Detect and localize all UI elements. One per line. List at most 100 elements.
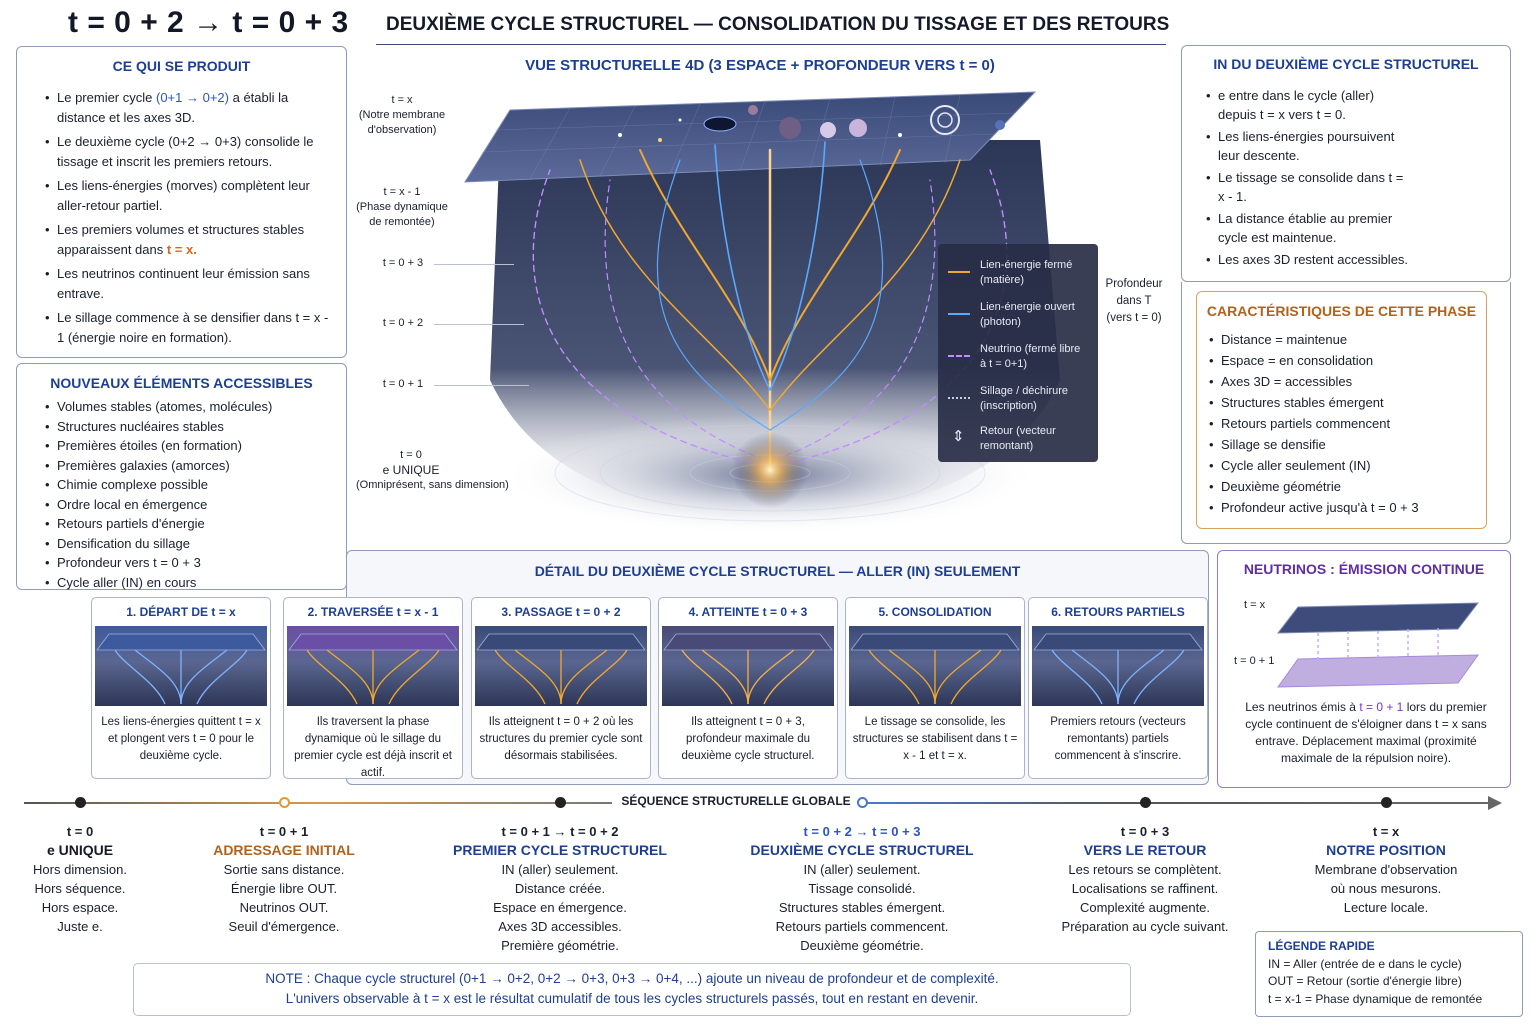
timeline-line-text: Deuxième géométrie. xyxy=(800,938,924,953)
step-illustration xyxy=(1032,626,1204,706)
level-guide xyxy=(434,264,514,265)
timeline-phase-name: NOTRE POSITION xyxy=(1326,842,1446,858)
timeline-phase-name: DEUXIÈME CYCLE STRUCTUREL xyxy=(750,842,974,858)
neutrino-description: Les neutrinos émis à t = 0 + 1 lors du p… xyxy=(1245,700,1487,765)
list-item: Volumes stables (atomes, molécules) xyxy=(43,397,336,417)
neutrino-label-t01: t = 0 + 1 xyxy=(1234,655,1275,667)
timeline-line-text: Lecture locale. xyxy=(1343,900,1429,915)
timeline-phase-name: VERS LE RETOUR xyxy=(1083,842,1207,858)
step-description: Ils traversent la phase dynamique où le … xyxy=(294,716,452,779)
timeline-time: t = 0 + 3 xyxy=(1120,824,1170,839)
timeline-column: t = 0 + 2 → t = 0 + 3 DEUXIÈME CYCLE STRU… xyxy=(747,822,977,955)
timeline-time: t = 0 + 1 → t = 0 + 2 xyxy=(501,824,619,839)
list-item: Les liens-énergies poursuivent leur desc… xyxy=(1204,127,1500,165)
legend-entry: Lien-énergie ouvert(photon) xyxy=(980,301,1075,328)
timeline-line-text: Espace en émergence. xyxy=(493,900,627,915)
level-guide xyxy=(434,324,524,325)
note-line: L'univers observable à t = x est le résu… xyxy=(285,991,979,1006)
legend-entry: Lien-énergie fermé(matière) xyxy=(980,259,1073,286)
list-item: Le deuxième cycle (0+2 → 0+3) consolide … xyxy=(43,132,336,171)
timeline-line-text: Les retours se complètent. xyxy=(1068,862,1222,877)
timeline-line-text: Tissage consolidé. xyxy=(808,881,916,896)
timeline-phase-name: ADRESSAGE INITIAL xyxy=(213,842,355,858)
timeline-time: t = x xyxy=(1372,824,1400,839)
timeline-line-text: Distance créée. xyxy=(514,881,606,896)
new-elements-list: Volumes stables (atomes, molécules)Struc… xyxy=(17,391,346,592)
step-illustration xyxy=(95,626,267,706)
list-item: La distance établie au premier cycle est… xyxy=(1204,209,1500,247)
timeline-dot xyxy=(555,797,566,808)
list-item: Densification du sillage xyxy=(43,534,336,554)
list-item: Chimie complexe possible xyxy=(43,475,336,495)
timeline-line-text: Neutrinos OUT. xyxy=(239,900,329,915)
timeline-line-text: IN (aller) seulement. xyxy=(803,862,921,877)
diagram-title: VUE STRUCTURELLE 4D (3 ESPACE + PROFONDE… xyxy=(525,57,995,74)
list-item: Le premier cycle (0+1 → 0+2) a établi la… xyxy=(43,88,336,127)
list-item: Distance = maintenue xyxy=(1207,329,1478,350)
timeline-title: SÉQUENCE STRUCTURELLE GLOBALE xyxy=(612,794,860,808)
timeline-line-text: Énergie libre OUT. xyxy=(230,881,338,896)
quick-legend-line: t = x-1 = Phase dynamique de remontée xyxy=(1268,991,1483,1006)
list-item: Profondeur active jusqu'à t = 0 + 3 xyxy=(1207,497,1478,518)
step-title: 6. RETOURS PARTIELS xyxy=(1051,605,1185,619)
list-item: Cycle aller (IN) en cours xyxy=(43,573,336,593)
timeline-line-text: Première géométrie. xyxy=(501,938,619,953)
in-cycle-panel: IN DU DEUXIÈME CYCLE STRUCTUREL e entre … xyxy=(1181,45,1511,282)
timeline-phase-name: PREMIER CYCLE STRUCTUREL xyxy=(453,842,667,858)
neutrino-emission-illustration xyxy=(1276,602,1480,688)
list-item: Les axes 3D restent accessibles. xyxy=(1204,250,1500,269)
timeline-line-text: IN (aller) seulement. xyxy=(501,862,619,877)
timeline-line-text: Hors séquence. xyxy=(34,881,126,896)
timeline-column: t = 0 + 1 ADRESSAGE INITIAL Sortie sans di… xyxy=(199,822,369,936)
step-illustration xyxy=(849,626,1021,706)
timeline-line-text: Hors dimension. xyxy=(33,862,127,877)
step-description: Ils atteignent t = 0 + 3, profondeur max… xyxy=(681,716,815,762)
list-item: Espace = en consolidation xyxy=(1207,350,1478,371)
timeline-line-text: Complexité augmente. xyxy=(1079,900,1211,915)
step-illustration xyxy=(662,626,834,706)
step-title: 1. DÉPART DE t = x xyxy=(126,605,236,619)
panel-title: CE QUI SE PRODUIT xyxy=(112,58,251,74)
step-illustration xyxy=(287,626,459,706)
legend-swatch xyxy=(948,313,970,315)
timeline-line-text: où nous mesurons. xyxy=(1330,881,1442,896)
step-illustration xyxy=(475,626,647,706)
list-item: Premières étoiles (en formation) xyxy=(43,436,336,456)
list-item: Structures nucléaires stables xyxy=(43,417,336,437)
timeline-line-text: Juste e. xyxy=(57,919,103,934)
timeline-time: t = 0 + 2 → t = 0 + 3 xyxy=(803,824,921,839)
step-card: 6. RETOURS PARTIELS Premiers retours (vec… xyxy=(1028,597,1208,779)
timeline-dot xyxy=(1381,797,1392,808)
panel-title: NEUTRINOS : ÉMISSION CONTINUE xyxy=(1243,561,1485,577)
new-elements-panel: NOUVEAUX ÉLÉMENTS ACCESSIBLES Volumes st… xyxy=(16,363,347,592)
timeline-column: t = 0 + 1 → t = 0 + 2 PREMIER CYCLE STRUC… xyxy=(445,822,675,955)
panel-title: DÉTAIL DU DEUXIÈME CYCLE STRUCTUREL — AL… xyxy=(534,563,1021,579)
timeline-time: t = 0 + 1 xyxy=(259,824,309,839)
quick-legend-line: IN = Aller (entrée de e dans le cycle) xyxy=(1268,956,1462,971)
phase-characteristics-panel: CARACTÉRISTIQUES DE CETTE PHASE Distance… xyxy=(1196,291,1487,529)
timeline-phase-name: e UNIQUE xyxy=(46,842,114,858)
step-description: Premiers retours (vecteurs remontants) p… xyxy=(1050,716,1186,762)
timeline-line-text: Sortie sans distance. xyxy=(223,862,345,877)
list-item: Retours partiels d'énergie xyxy=(43,514,336,534)
celestial-objects xyxy=(618,105,1005,142)
list-item: Sillage se densifie xyxy=(1207,434,1478,455)
list-item: Cycle aller seulement (IN) xyxy=(1207,455,1478,476)
level-label-t02: t = 0 + 2 xyxy=(382,317,424,329)
list-item: Axes 3D = accessibles xyxy=(1207,371,1478,392)
list-item: Structures stables émergent xyxy=(1207,392,1478,413)
energy-links xyxy=(532,141,1008,472)
legend-swatch xyxy=(948,397,970,399)
timeline-column: t = 0 + 3 VERS LE RETOUR Les retours se co… xyxy=(1035,822,1255,936)
step-description: Le tissage se consolide, les structures … xyxy=(852,716,1018,762)
quick-legend-line: OUT = Retour (sortie d'énergie libre) xyxy=(1268,974,1462,988)
quick-legend: LÉGENDE RAPIDE IN = Aller (entrée de e d… xyxy=(1255,931,1523,1017)
